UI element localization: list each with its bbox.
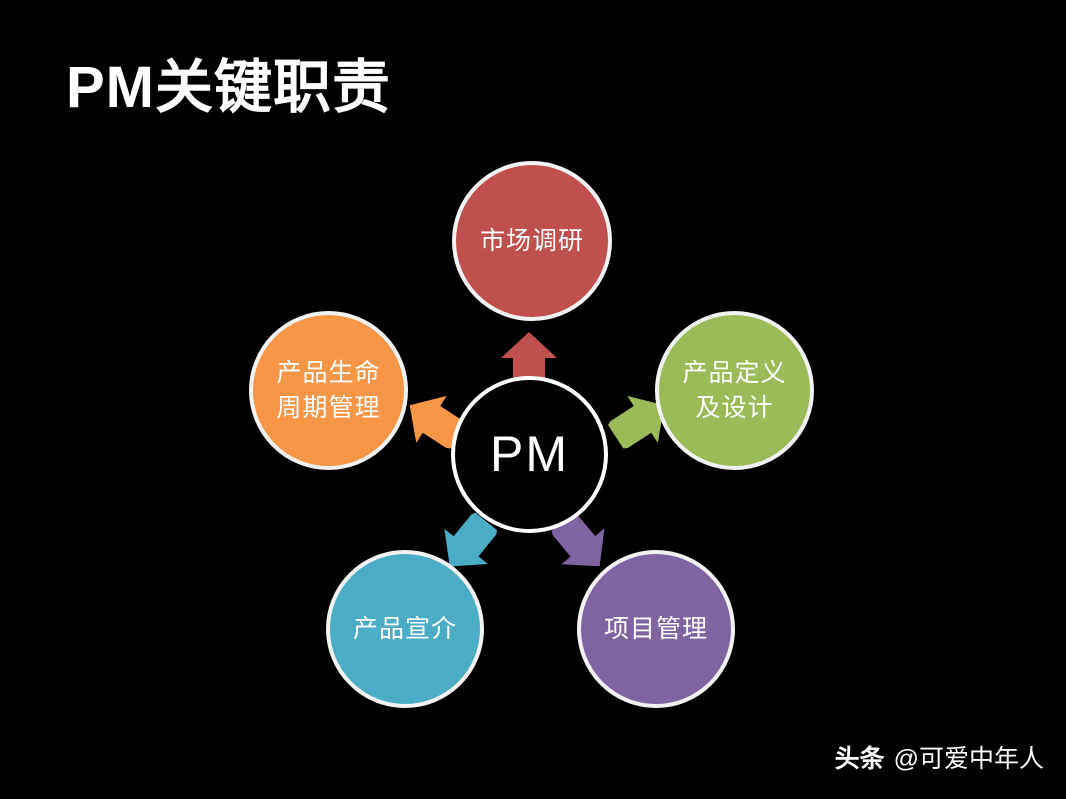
watermark: 头条 @可爱中年人: [835, 739, 1044, 775]
node-product-promotion-label: 产品宣介: [352, 614, 457, 643]
arrow-shape: [551, 512, 605, 567]
node-product-lifecycle-management-label: 产品生命 周期管理: [276, 359, 381, 422]
arrow-to-product-promotion: [425, 501, 511, 587]
node-center-pm-label: PM: [490, 426, 569, 482]
node-project-management[interactable]: 项目管理: [577, 550, 735, 708]
arrow-to-product-definition: [598, 379, 683, 463]
node-product-lifecycle-management[interactable]: 产品生命 周期管理: [249, 311, 408, 470]
arrow-shape: [501, 332, 557, 390]
node-product-definition[interactable]: 产品定义 及设计: [655, 311, 814, 470]
page-title: PM关键职责: [66, 55, 392, 120]
arrow-shape: [444, 512, 498, 567]
arrow-to-market-research: [499, 330, 559, 392]
node-project-management-label: 项目管理: [603, 614, 708, 643]
arrow-to-lifecycle: [392, 379, 477, 463]
watermark-handle: @可爱中年人: [893, 745, 1044, 773]
node-market-research-label: 市场调研: [479, 226, 584, 255]
node-market-research[interactable]: 市场调研: [452, 161, 612, 321]
arrow-shape: [409, 395, 466, 449]
watermark-brand: 头条: [834, 745, 885, 773]
node-product-definition-label: 产品定义 及设计: [682, 359, 787, 422]
arrow-shape: [608, 395, 665, 449]
node-center-pm[interactable]: PM: [451, 376, 608, 533]
node-product-promotion[interactable]: 产品宣介: [326, 550, 484, 708]
arrow-to-project-management: [538, 501, 624, 587]
